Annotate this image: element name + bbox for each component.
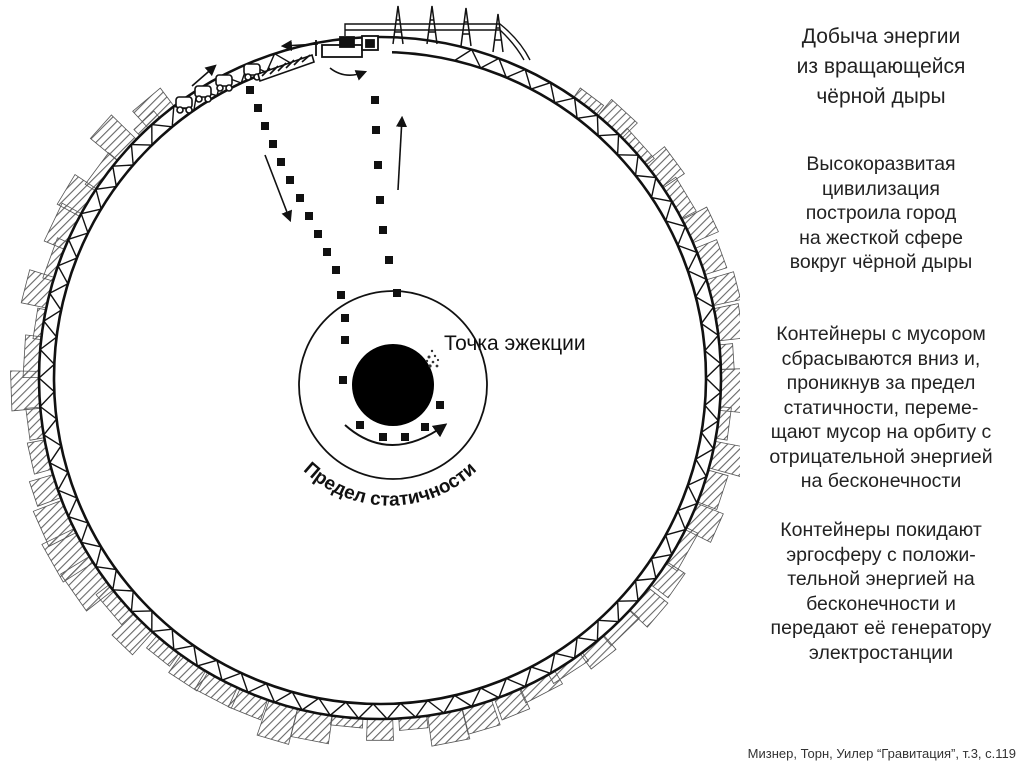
truck-direction-arrow (191, 64, 217, 87)
static-limit-label: Предел статичности (299, 458, 480, 510)
container (332, 266, 340, 274)
generator-station-icon (315, 35, 379, 58)
exit-direction-arrow (280, 39, 319, 52)
container (401, 433, 409, 441)
transmission-tower-icon (392, 5, 504, 53)
container (385, 256, 393, 264)
city-building (28, 474, 62, 507)
container-trajectory (246, 86, 444, 441)
container (341, 314, 349, 322)
container (277, 158, 285, 166)
container (376, 196, 384, 204)
container (393, 289, 401, 297)
container (296, 194, 304, 202)
container (323, 248, 331, 256)
container (269, 140, 277, 148)
container (436, 401, 444, 409)
container (356, 421, 364, 429)
container (374, 161, 382, 169)
container (372, 126, 380, 134)
city-building (366, 718, 394, 741)
container (337, 291, 345, 299)
page-title: Добыча энергии из вращающейся чёрной дыр… (796, 25, 966, 108)
ascent-arrow (395, 115, 408, 191)
container (286, 176, 294, 184)
container (379, 226, 387, 234)
container (254, 104, 262, 112)
container (261, 122, 269, 130)
black-hole-city-diagram: Точка эжекции Предел статичности (10, 5, 740, 747)
return-arrow (329, 67, 368, 81)
container (339, 376, 347, 384)
loading-platform (257, 53, 315, 83)
description-ascent: Контейнеры покидают эргосферу с положи- … (770, 519, 992, 664)
container-truck-icon (175, 63, 261, 114)
city-skyline (10, 87, 740, 747)
city-building (89, 114, 137, 162)
orbit-arrow (344, 423, 448, 446)
city-building (84, 152, 119, 192)
source-citation: Мизнер, Торн, Уилер “Гравитация”, т.3, с… (747, 746, 1016, 761)
container (305, 212, 313, 220)
ejection-point-label: Точка эжекции (444, 332, 586, 355)
static-limit-label-path: Предел статичности (299, 458, 480, 510)
container (314, 230, 322, 238)
descent-arrow (264, 154, 293, 223)
description-city: Высокоразвитая цивилизация построила гор… (789, 153, 973, 273)
container (379, 433, 387, 441)
ejection-point-marker (425, 349, 440, 368)
container (371, 96, 379, 104)
black-hole-icon (352, 344, 434, 426)
container (421, 423, 429, 431)
container (246, 86, 254, 94)
container (341, 336, 349, 344)
description-descent: Контейнеры с мусором сбрасываются вниз и… (769, 323, 993, 492)
